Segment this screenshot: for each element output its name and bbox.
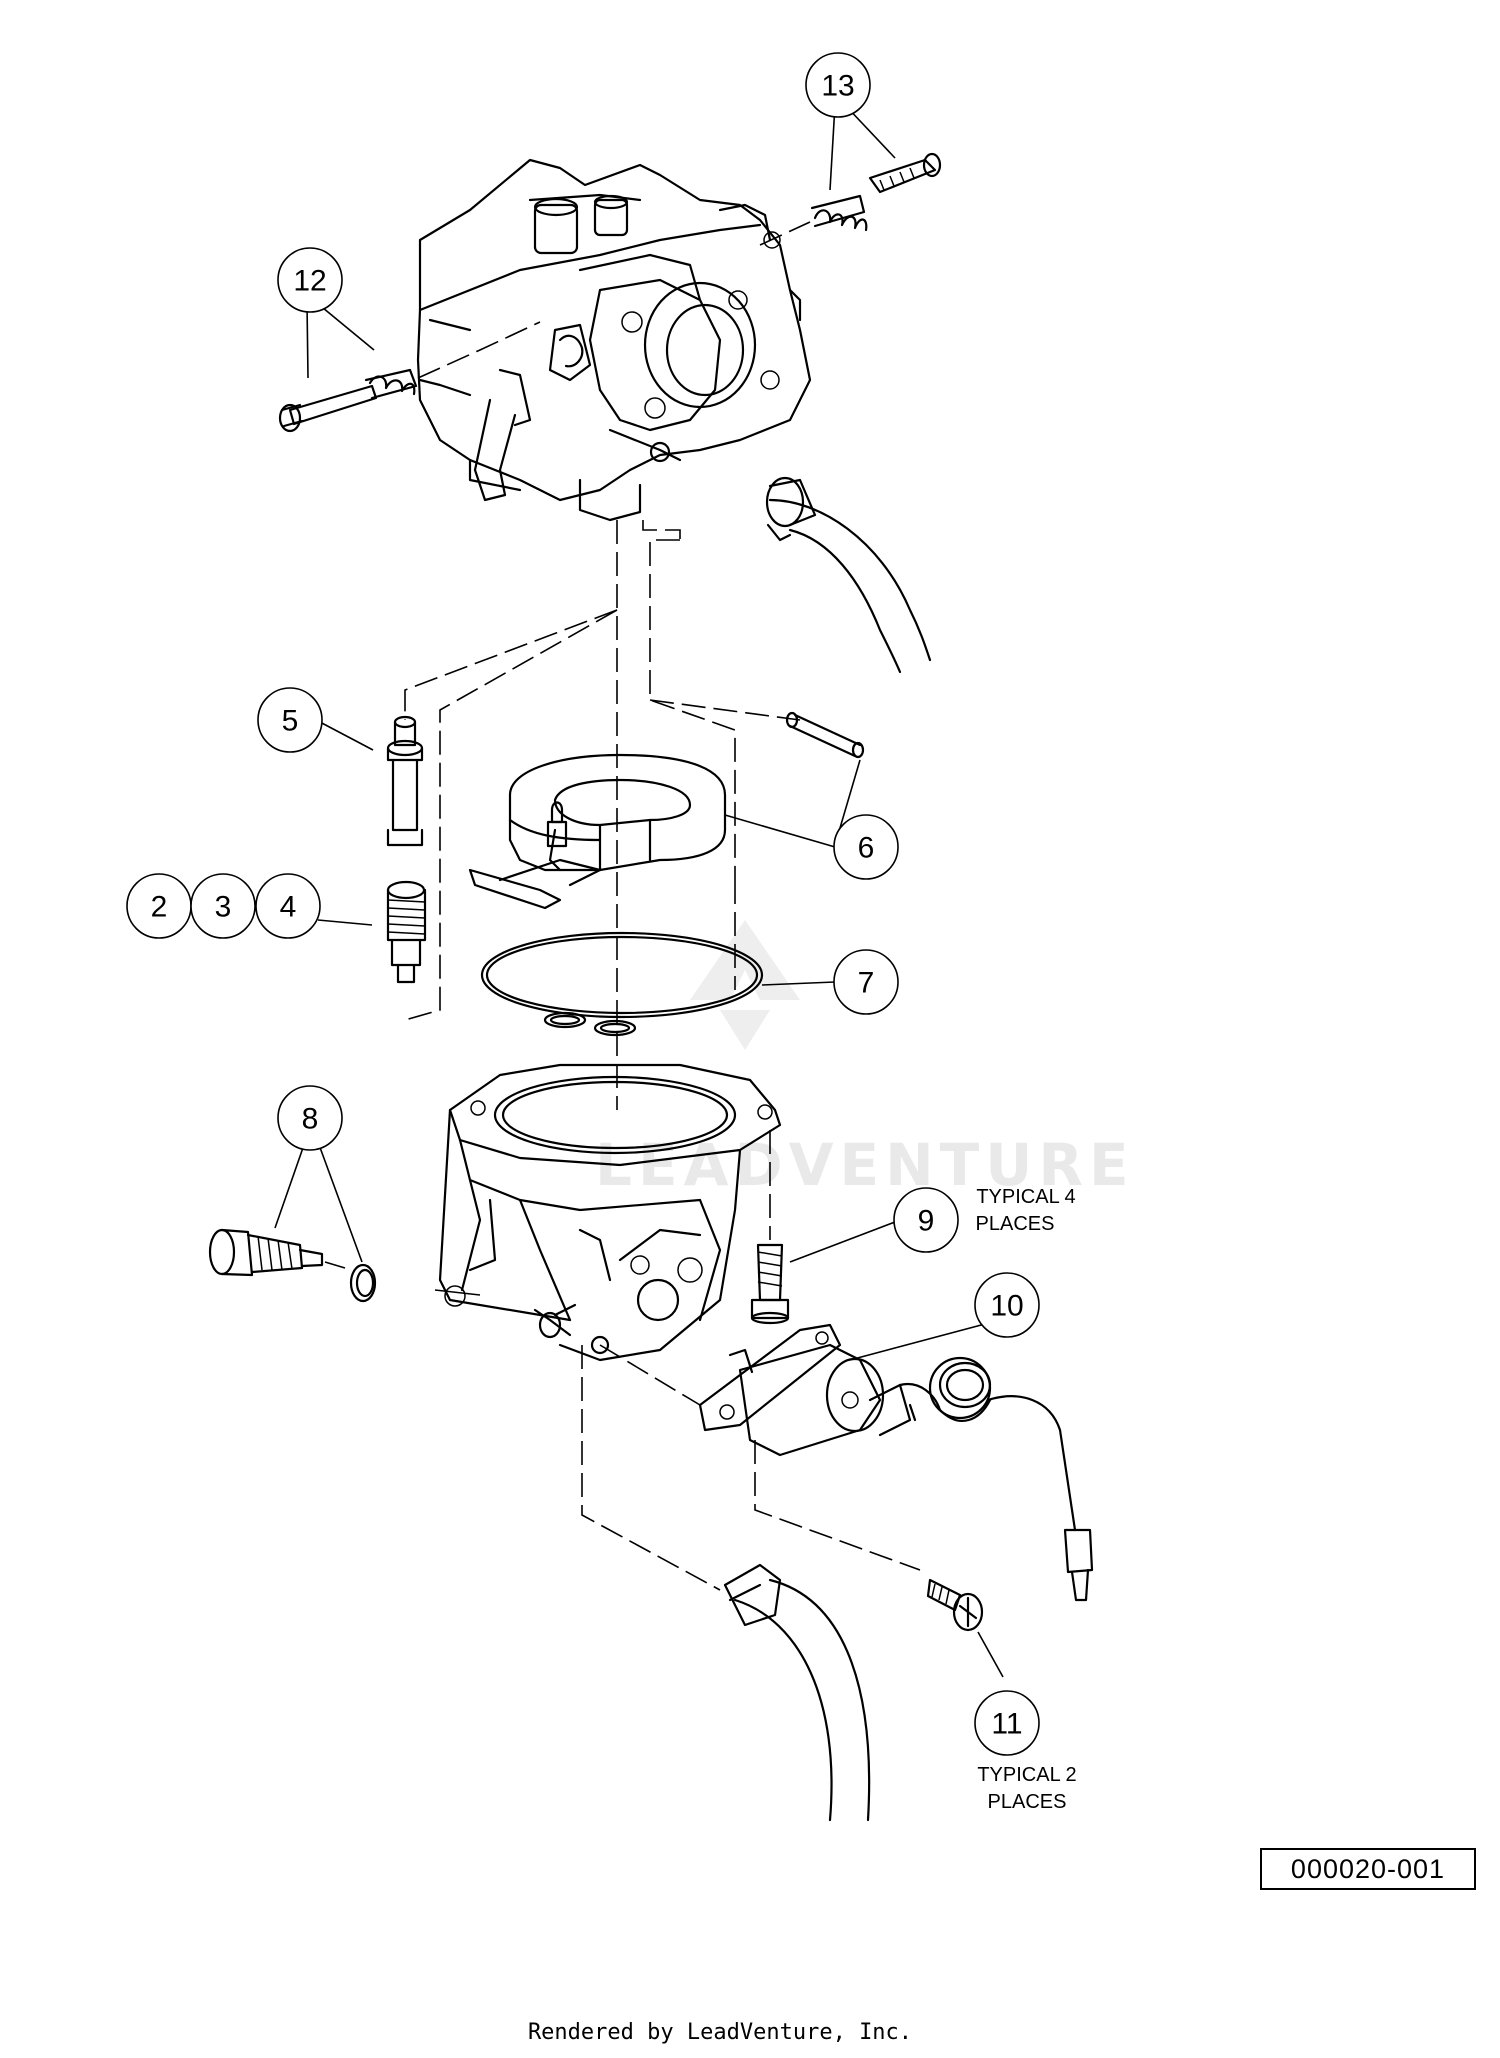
emulsion-tube-5 [386,715,424,847]
svg-text:8: 8 [302,1103,319,1136]
svg-text:10: 10 [990,1290,1023,1323]
callout-2: 2 [126,873,192,939]
callout-4: 4 [255,873,321,939]
float-bowl [438,1063,782,1362]
svg-text:3: 3 [215,891,232,924]
note-item11-line2: PLACES [988,1791,1067,1813]
callout-5: 5 [257,687,323,753]
fuel-hose-lower [581,1345,871,1822]
svg-text:6: 6 [858,832,875,865]
fuel-cut-solenoid-10 [698,1323,1094,1602]
callout-3: 3 [190,873,256,939]
svg-text:11: 11 [991,1708,1022,1741]
svg-text:2: 2 [151,891,168,924]
callout-7: 7 [833,949,899,1015]
watermark-text: LEADVENTURE [595,1131,1135,1199]
svg-text:7: 7 [858,967,875,1000]
float-6 [468,711,865,910]
render-credit: Rendered by LeadVenture, Inc. [527,2020,913,2045]
carburetor-body [416,158,812,522]
main-jet-assembly-2-3-4 [386,880,427,984]
callout-11: 11 [974,1690,1040,1756]
svg-text:5: 5 [282,705,299,738]
alignment-lines-upper [404,520,801,1110]
solenoid-screw-11 [754,1440,984,1632]
watermark: LEADVENTURE [595,920,1135,1199]
pilot-screw-8 [208,1228,377,1303]
callout-6: 6 [833,814,899,880]
gasket-7 [480,931,764,1037]
callout-13: 13 [805,52,871,118]
svg-text:13: 13 [821,70,854,103]
alignment-line-solenoid [599,1344,701,1406]
figure-id-box: 000020-001 [1260,1848,1476,1890]
leader-lines [274,104,1004,1678]
svg-text:4: 4 [280,891,297,924]
note-item9-line2: PLACES [976,1213,1055,1235]
callout-12: 12 [277,247,343,313]
callout-9: 9 [893,1187,959,1253]
fuel-hose-upper [765,476,932,674]
adjustment-screw-12 [278,321,541,433]
svg-text:12: 12 [293,265,326,298]
svg-text:9: 9 [918,1205,935,1238]
bowl-screw-9 [750,1130,790,1325]
note-item11-line1: TYPICAL 2 [977,1764,1076,1786]
callout-10: 10 [974,1272,1040,1338]
callout-8: 8 [277,1085,343,1151]
note-item9-line1: TYPICAL 4 [976,1186,1075,1208]
adjustment-screw-13 [759,152,942,246]
